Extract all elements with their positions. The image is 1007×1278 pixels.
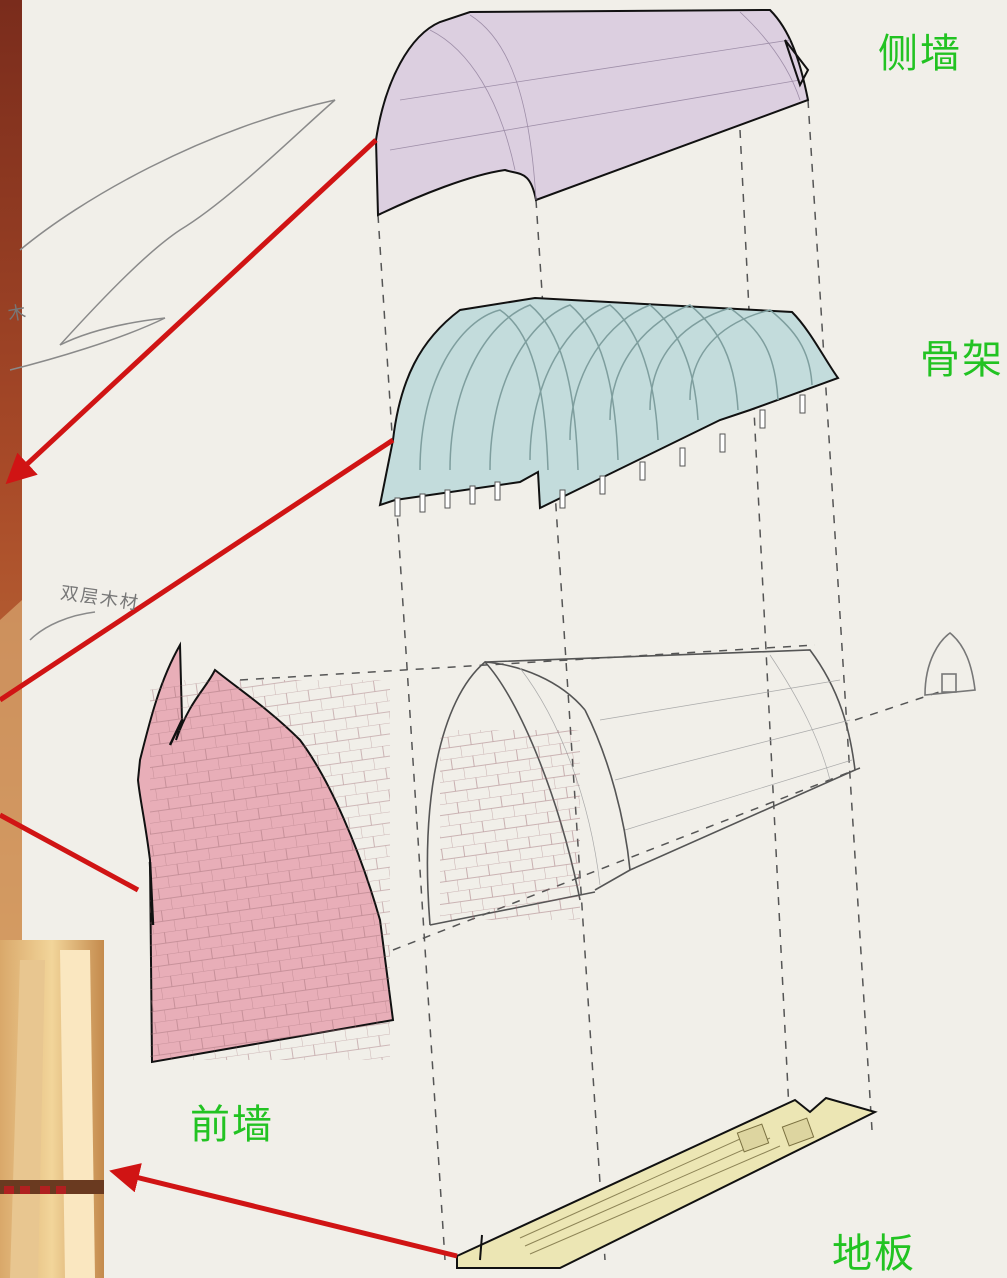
label-frame: 骨架 xyxy=(920,337,1004,383)
interior-photo-inset xyxy=(0,940,104,1278)
floor-shape xyxy=(456,1096,878,1269)
arrow-frame xyxy=(0,437,395,703)
front-wall-shape xyxy=(136,641,395,1064)
label-floor: 地板 xyxy=(832,1231,916,1277)
side-wall-shape xyxy=(374,8,810,217)
sketch-note-wood: 木 xyxy=(6,301,30,326)
arrow-floor xyxy=(109,1163,458,1259)
frame-shape xyxy=(378,296,840,517)
pointer-arrows xyxy=(0,138,458,1259)
label-side-wall: 侧墙 xyxy=(878,31,962,77)
sketch-leaf xyxy=(9,99,336,641)
arrow-side-wall xyxy=(5,138,378,485)
label-front-wall: 前墙 xyxy=(190,1102,274,1148)
sketch-assembled-structure xyxy=(426,632,976,926)
arrow-front-wall xyxy=(0,812,140,893)
